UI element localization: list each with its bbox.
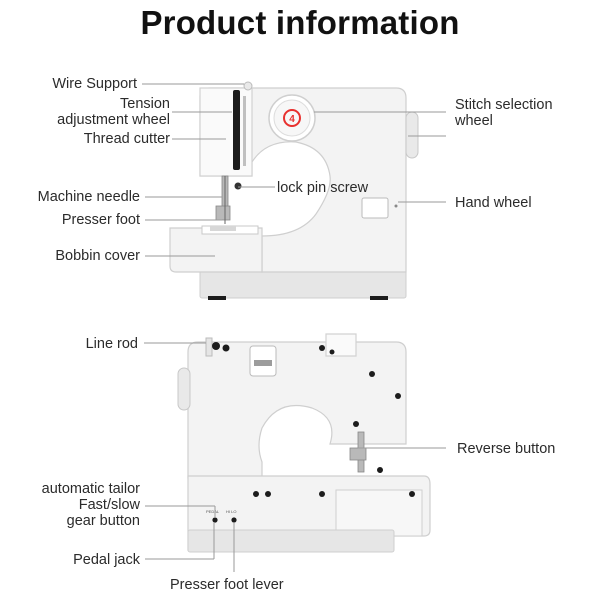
label-hand-wheel: Hand wheel [455,195,532,211]
back-view-machine: PEDAL HI LO [177,333,431,553]
label-auto-line1: automatic tailor [41,481,140,497]
label-lock-pin-screw: lock pin screw [277,180,369,196]
label-bobbin-cover: Bobbin cover [55,248,140,264]
label-tension-adjustment-wheel: Tension adjustment wheel [57,96,170,128]
label-machine-needle: Machine needle [37,189,140,205]
label-automatic-tailor: automatic tailor Fast/slow gear button [42,481,140,529]
page-title: Product information [140,4,460,41]
leader-lines [142,83,446,572]
label-pedal-jack: Pedal jack [73,552,140,568]
dial-number: 4 [289,114,295,125]
label-stitch-selection-wheel: Stitch selection wheel [455,97,553,129]
label-stitch-line1: Stitch selection [455,97,553,113]
svg-text:HI LO: HI LO [226,509,236,514]
label-line-rod: Line rod [85,336,138,352]
front-view-machine [169,81,419,300]
label-reverse-button: Reverse button [457,441,556,457]
label-auto-line2: Fast/slow [78,497,140,513]
label-presser-foot: Presser foot [61,212,140,228]
label-thread-cutter: Thread cutter [83,131,170,147]
label-auto-line3: gear button [66,513,140,529]
svg-text:PEDAL: PEDAL [206,509,220,514]
label-wire-support: Wire Support [52,76,137,92]
label-presser-foot-lever: Presser foot lever [170,577,284,593]
label-stitch-line2: wheel [455,113,493,129]
label-tension-line2: adjustment wheel [57,112,170,128]
label-tension-line1: Tension [120,96,170,112]
